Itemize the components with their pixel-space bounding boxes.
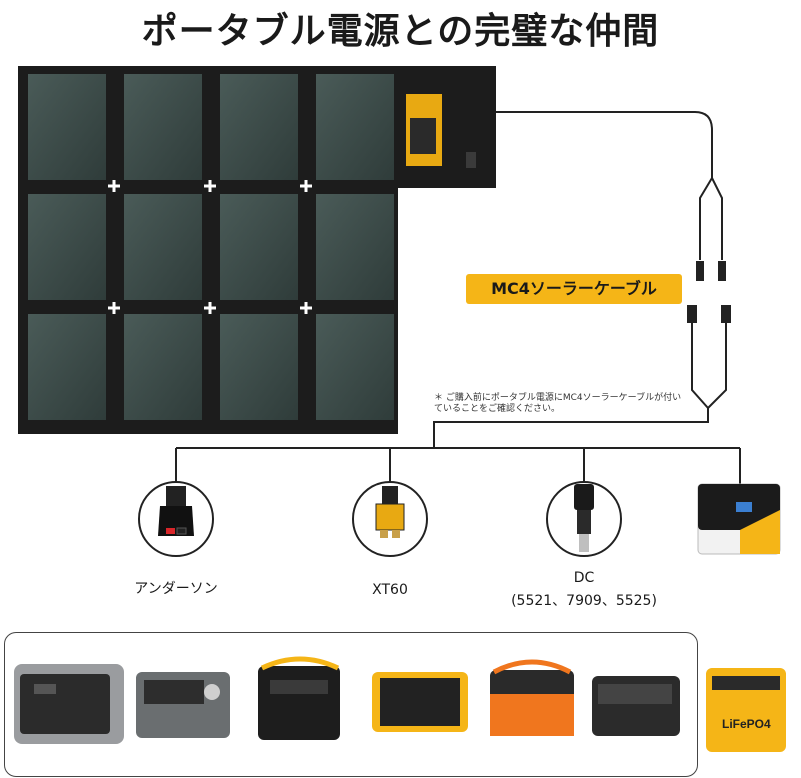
power-station-2 — [136, 672, 230, 738]
grommet-marker — [108, 180, 120, 192]
dc-label: DC — [573, 570, 595, 586]
grommet-marker — [300, 180, 312, 192]
power-station-1 — [14, 664, 124, 744]
power-station-5 — [490, 659, 574, 736]
xt60-label: XT60 — [372, 582, 408, 598]
grommet-marker — [204, 180, 216, 192]
solar-cell — [220, 314, 298, 420]
power-station-3 — [258, 656, 340, 740]
solar-cell — [316, 74, 394, 180]
grommet-marker — [300, 302, 312, 314]
power-station-4 — [372, 672, 468, 732]
lifepo4-battery: LiFePO4 — [706, 668, 786, 752]
page-title: ポータブル電源との完璧な仲間 — [141, 11, 660, 52]
grommet-marker — [204, 302, 216, 314]
mc4-cable-badge: MC4ソーラーケーブル — [466, 274, 682, 304]
dc-sizes-label: (5521、7909、5525) — [511, 593, 657, 609]
power-station-6 — [592, 676, 680, 736]
solar-cell — [220, 74, 298, 180]
anderson-connector-icon — [138, 481, 214, 557]
purchase-note: ＊ ご購入前にポータブル電源にMC4ソーラーケーブルが付いていることをご確認くだ… — [434, 393, 682, 414]
solar-cell — [316, 314, 394, 420]
solar-cell — [28, 194, 106, 300]
dc-connector-icon — [546, 481, 622, 557]
solar-cell — [316, 194, 394, 300]
solar-cell — [124, 194, 202, 300]
grommet-marker — [108, 302, 120, 314]
anderson-label: アンダーソン — [134, 581, 218, 597]
mc4-cable — [175, 111, 741, 486]
product-lineup: LiFePO4 — [14, 656, 786, 752]
charge-controller-icon — [697, 483, 781, 555]
solar-cell — [124, 74, 202, 180]
svg-text:LiFePO4: LiFePO4 — [722, 717, 771, 731]
solar-cell — [124, 314, 202, 420]
solar-cell — [28, 314, 106, 420]
product-box — [4, 632, 698, 777]
xt60-connector-icon — [352, 481, 428, 557]
solar-panel — [18, 66, 496, 434]
solar-cell — [220, 194, 298, 300]
solar-cell — [28, 74, 106, 180]
